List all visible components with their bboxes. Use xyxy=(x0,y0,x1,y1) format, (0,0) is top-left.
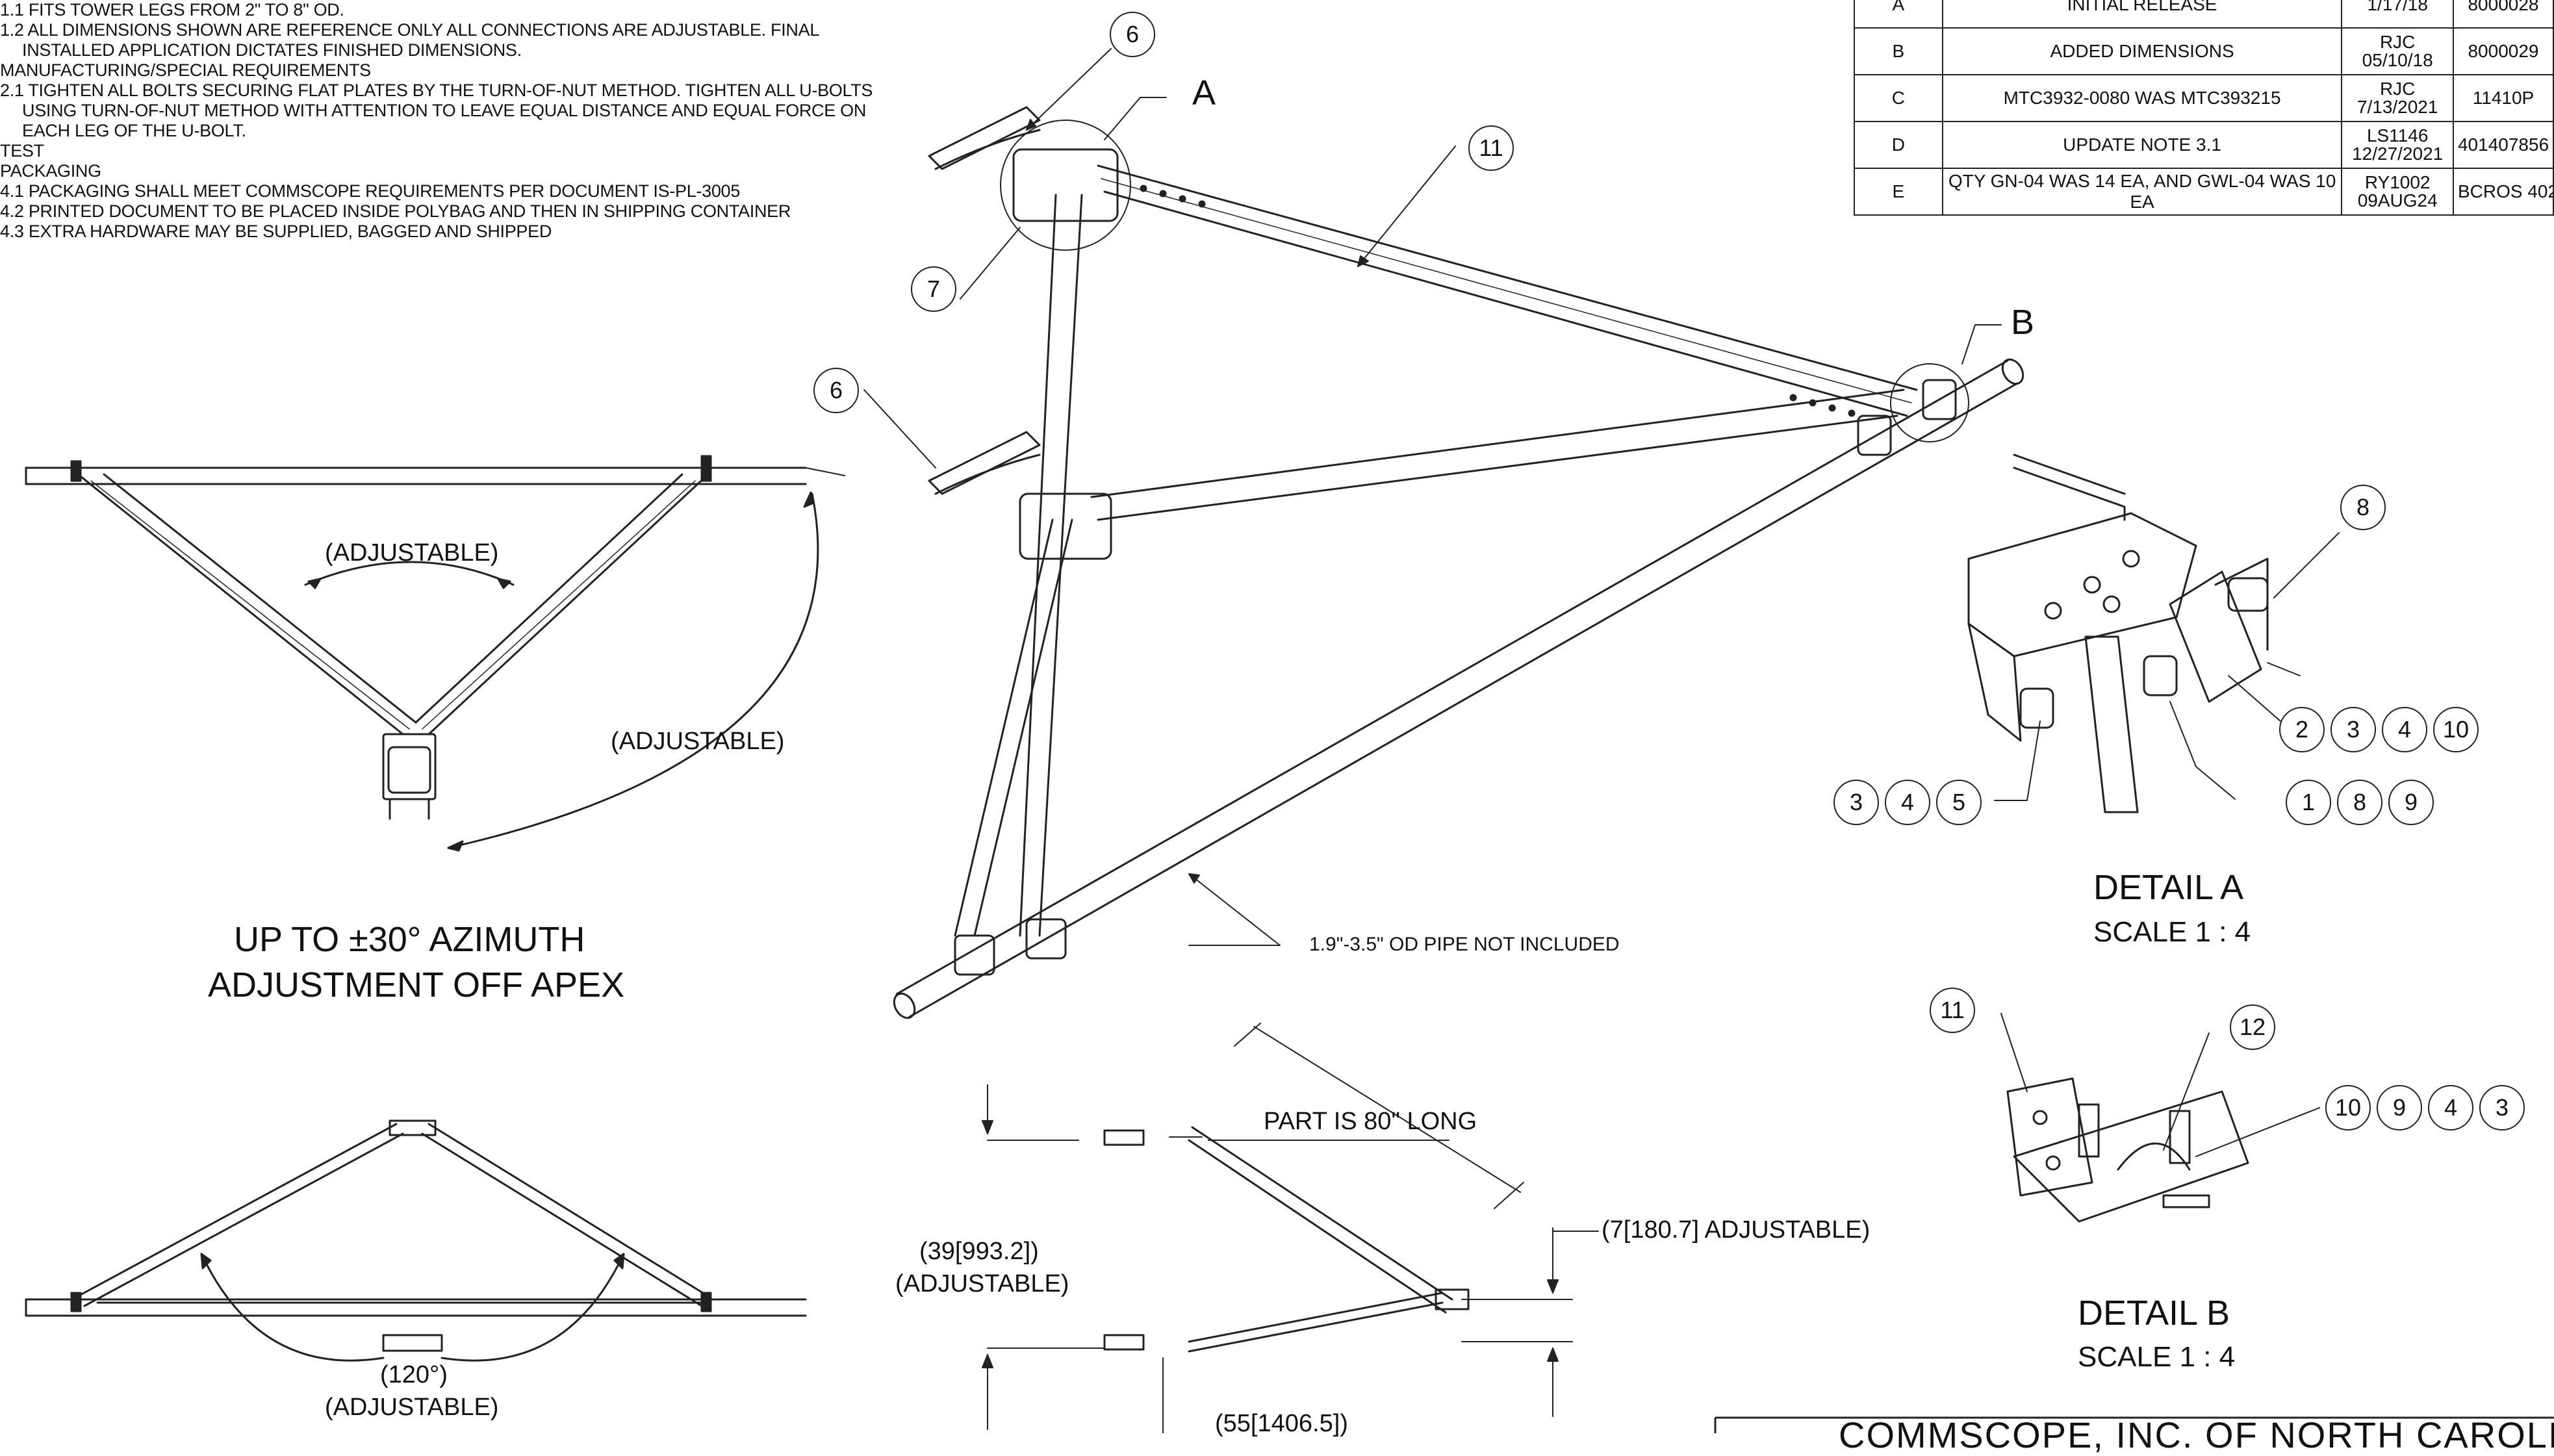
revision-by: 1/17/18 xyxy=(2341,0,2454,29)
revision-eco: 8000029 xyxy=(2452,27,2554,75)
balloon-12: 12 xyxy=(2230,1004,2275,1050)
dim-39: (39[993.2]) xyxy=(919,1238,1039,1265)
detail-a-scale: SCALE 1 : 4 xyxy=(2093,916,2251,948)
note-line: 4.1 PACKAGING SHALL MEET COMMSCOPE REQUI… xyxy=(0,181,740,201)
callout-b: B xyxy=(2011,303,2035,342)
balloon-9: 9 xyxy=(2388,780,2434,825)
revision-rev: D xyxy=(1854,121,1943,169)
isometric-assembly-view xyxy=(863,48,2024,1019)
side-elevation-view xyxy=(982,1023,1599,1433)
revision-rev: A xyxy=(1854,0,1943,29)
balloon-6-mid: 6 xyxy=(813,368,859,413)
revision-rev: C xyxy=(1854,74,1943,122)
revision-by: LS1146 12/27/2021 xyxy=(2341,121,2454,169)
balloon-3c: 3 xyxy=(2479,1085,2525,1130)
revision-description: ADDED DIMENSIONS xyxy=(1941,27,2343,75)
balloon-3b: 3 xyxy=(1833,780,1879,825)
balloon-3a: 3 xyxy=(2331,707,2376,752)
revision-eco: 401407856 xyxy=(2452,121,2554,169)
angle-120-label: (120°) xyxy=(380,1361,448,1388)
note-line: 2.1 TIGHTEN ALL BOLTS SECURING FLAT PLAT… xyxy=(0,81,873,100)
balloon-1: 1 xyxy=(2286,780,2331,825)
detail-b-drawing xyxy=(2000,1013,2320,1223)
balloon-4a: 4 xyxy=(2382,707,2427,752)
balloon-2: 2 xyxy=(2279,707,2325,752)
revision-rev: B xyxy=(1854,27,1943,75)
bottom-view-triangle xyxy=(25,1119,807,1362)
detail-a-title: DETAIL A xyxy=(2093,868,2244,907)
azimuth-line-1: UP TO ±30° AZIMUTH xyxy=(234,920,585,959)
revision-by: RY1002 09AUG24 xyxy=(2341,168,2454,216)
revision-by: RJC 05/10/18 xyxy=(2341,27,2454,75)
revision-rev: E xyxy=(1854,168,1943,216)
detail-b-title: DETAIL B xyxy=(2078,1294,2230,1333)
note-line: 4.3 EXTRA HARDWARE MAY BE SUPPLIED, BAGG… xyxy=(0,222,552,241)
revision-eco: 8000028 xyxy=(2452,0,2554,29)
top-view-v-mount xyxy=(25,455,845,852)
detail-a-drawing xyxy=(1967,453,2340,813)
azimuth-line-2: ADJUSTMENT OFF APEX xyxy=(208,965,625,1004)
revision-eco: 11410P xyxy=(2452,74,2554,122)
adjustable-label-right: (ADJUSTABLE) xyxy=(611,728,785,755)
balloon-5: 5 xyxy=(1936,780,1982,825)
note-line: INSTALLED APPLICATION DICTATES FINISHED … xyxy=(22,40,522,60)
note-line: USING TURN-OF-NUT METHOD WITH ATTENTION … xyxy=(22,101,867,120)
note-line: 1.1 FITS TOWER LEGS FROM 2" TO 8" OD. xyxy=(0,0,344,19)
note-line: PACKAGING xyxy=(0,161,101,181)
revision-eco: BCROS 402021580 xyxy=(2452,168,2554,216)
balloon-6-top: 6 xyxy=(1110,12,1155,57)
balloon-7: 7 xyxy=(911,266,956,312)
part-length-label: PART IS 80" LONG xyxy=(1264,1108,1477,1135)
revision-description: MTC3932-0080 WAS MTC393215 xyxy=(1941,74,2343,122)
detail-b-scale: SCALE 1 : 4 xyxy=(2078,1341,2236,1373)
balloon-8: 8 xyxy=(2340,485,2386,530)
note-line: EACH LEG OF THE U-BOLT. xyxy=(22,121,246,140)
note-line: MANUFACTURING/SPECIAL REQUIREMENTS xyxy=(0,60,371,80)
revision-description: QTY GN-04 WAS 14 EA, AND GWL-04 WAS 10 E… xyxy=(1941,168,2343,216)
dim-55: (55[1406.5]) xyxy=(1215,1410,1348,1437)
dim-39-adjustable: (ADJUSTABLE) xyxy=(895,1270,1069,1297)
balloon-11-main: 11 xyxy=(1468,125,1514,171)
callout-a: A xyxy=(1192,73,1216,112)
balloon-8b: 8 xyxy=(2337,780,2382,825)
pipe-note: 1.9"-3.5" OD PIPE NOT INCLUDED xyxy=(1309,934,1620,955)
revision-description: UPDATE NOTE 3.1 xyxy=(1941,121,2343,169)
general-notes: 1.1 FITS TOWER LEGS FROM 2" TO 8" OD.1.2… xyxy=(0,0,884,242)
balloon-10a: 10 xyxy=(2433,707,2479,752)
balloon-4b: 4 xyxy=(1885,780,1930,825)
note-line: 4.2 PRINTED DOCUMENT TO BE PLACED INSIDE… xyxy=(0,201,791,221)
balloon-11-detail: 11 xyxy=(1930,988,1975,1033)
dim-7: (7[180.7] ADJUSTABLE) xyxy=(1602,1216,1871,1244)
note-line: 1.2 ALL DIMENSIONS SHOWN ARE REFERENCE O… xyxy=(0,20,820,40)
note-line: TEST xyxy=(0,141,44,160)
balloon-10b: 10 xyxy=(2325,1085,2371,1130)
balloon-9b: 9 xyxy=(2377,1085,2422,1130)
balloon-4c: 4 xyxy=(2428,1085,2473,1130)
adjustable-label-bottom: (ADJUSTABLE) xyxy=(325,1394,499,1421)
adjustable-label-top: (ADJUSTABLE) xyxy=(325,539,499,567)
revision-description: INITIAL RELEASE xyxy=(1941,0,2343,29)
company-name: COMMSCOPE, INC. OF NORTH CAROLINA xyxy=(1839,1414,2554,1455)
revision-by: RJC 7/13/2021 xyxy=(2341,74,2454,122)
